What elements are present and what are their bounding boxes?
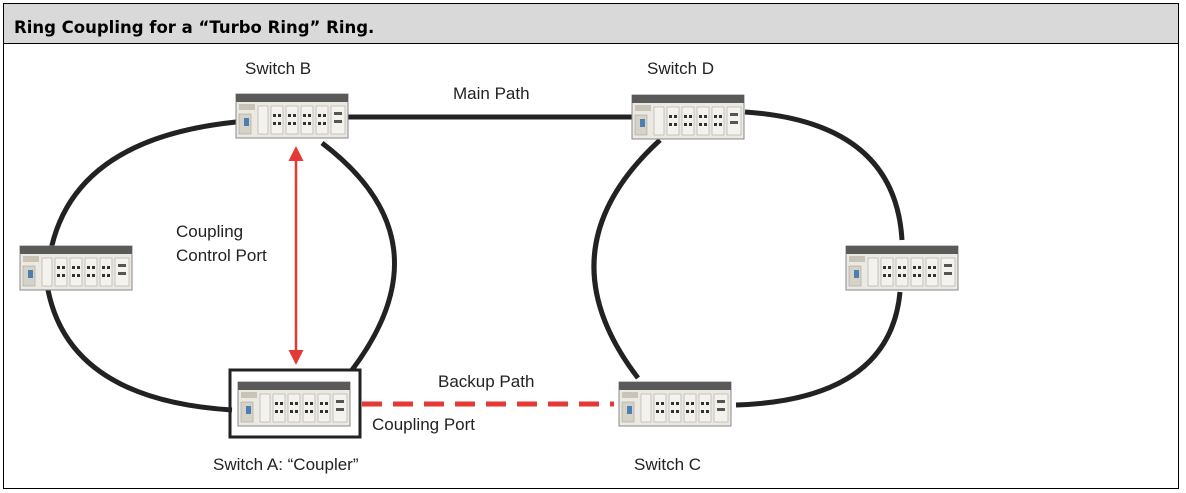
switch-d-label: Switch D [647,59,714,78]
left-ring-upper-arc [45,119,237,269]
left-ring-lower-arc [45,289,233,413]
switch-c-icon [618,381,732,427]
main-path-label: Main Path [453,84,530,103]
switch-right-ring-icon [845,245,959,291]
coupling-port-label: Coupling Port [372,415,475,434]
backup-path-label: Backup Path [438,372,534,391]
switch-d-icon [631,94,745,140]
coupling-control-port-label-line2: Control Port [176,246,267,265]
switch-b-icon [235,93,349,139]
right-ring-upper-arc [744,109,905,241]
title-bar: Ring Coupling for a “Turbo Ring” Ring. [4,4,1178,44]
switch-a-icon [237,381,351,427]
coupling-control-port-label-line1: Coupling [176,222,243,241]
switch-c-label: Switch C [634,455,701,474]
switch-a-label: Switch A: “Coupler” [213,455,359,474]
right-ring-inner-arc [591,138,662,380]
switch-left-ring-icon [19,245,133,291]
diagram-title: Ring Coupling for a “Turbo Ring” Ring. [14,18,375,37]
switch-b-label: Switch B [245,59,311,78]
diagram-frame: Ring Coupling for a “Turbo Ring” Ring. [3,3,1179,489]
left-ring-inner-arc [320,141,397,372]
right-ring-lower-arc [735,291,903,408]
coupler-highlight-box [228,368,362,439]
